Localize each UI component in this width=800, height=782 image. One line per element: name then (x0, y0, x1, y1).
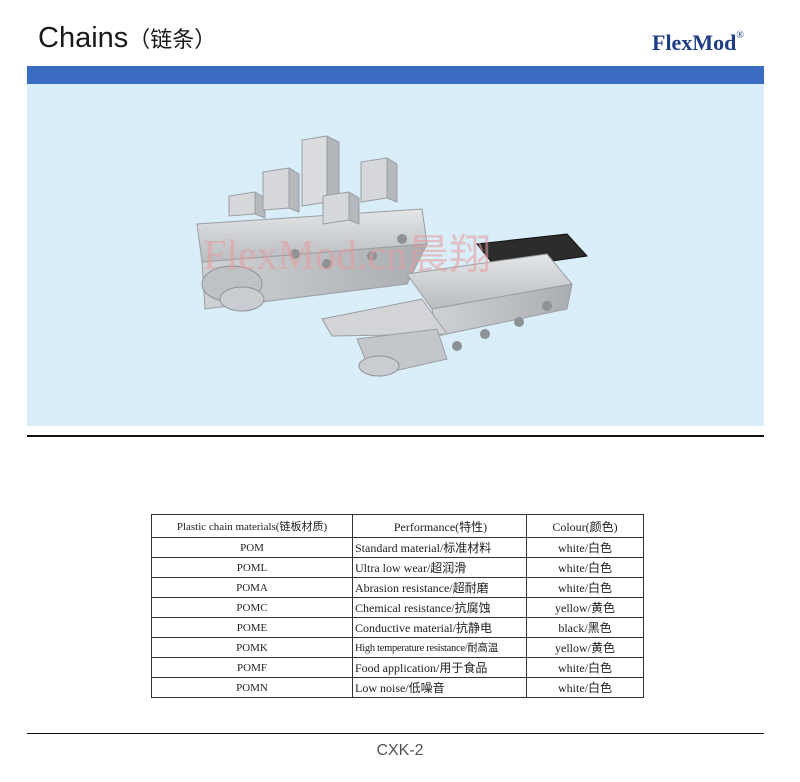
cell-material: POMK (151, 637, 353, 658)
cell-colour: yellow/黄色 (526, 597, 644, 618)
cell-colour: white/白色 (526, 677, 644, 698)
cell-performance: Standard material/标准材料 (352, 537, 527, 558)
table-row: POMC Chemical resistance/抗腐蚀 yellow/黄色 (151, 597, 644, 618)
section-divider (27, 435, 764, 437)
tabletop-chain (321, 233, 589, 377)
chain-illustration: FlexMod.cn晨翔 (196, 135, 589, 377)
registered-mark: ® (736, 29, 744, 41)
cell-performance: Food application/用于食品 (352, 657, 527, 678)
cell-material: POM (151, 537, 353, 558)
cell-colour: black/黑色 (526, 617, 644, 638)
table-row: POMA Abrasion resistance/超耐磨 white/白色 (151, 577, 644, 598)
cell-material: POMF (151, 657, 353, 678)
cell-colour: white/白色 (526, 577, 644, 598)
cell-performance: Ultra low wear/超润滑 (352, 557, 527, 578)
cell-performance: High temperature resistance/耐高温 (352, 637, 527, 658)
cell-performance: Conductive material/抗静电 (352, 617, 527, 638)
cell-material: POMN (151, 677, 353, 698)
cell-colour: white/白色 (526, 537, 644, 558)
page-number: CXK-2 (376, 742, 424, 759)
page-title: Chains（链条） (38, 22, 216, 55)
product-photo: FlexMod.cn晨翔 (27, 84, 764, 426)
cell-material: POMC (151, 597, 353, 618)
cell-material: POMA (151, 577, 353, 598)
table-row: POMF Food application/用于食品 white/白色 (151, 657, 644, 678)
table-row: POML Ultra low wear/超润滑 white/白色 (151, 557, 644, 578)
cell-material: POME (151, 617, 353, 638)
page-title-cn: （链条） (128, 28, 217, 53)
footer-divider (27, 733, 764, 734)
header-material: Plastic chain materials(链板材质) (151, 514, 353, 538)
cell-colour: white/白色 (526, 657, 644, 678)
cell-material: POML (151, 557, 353, 578)
brand-logo: FlexMod® (652, 30, 744, 56)
brand-name: FlexMod (652, 30, 737, 55)
cell-colour: white/白色 (526, 557, 644, 578)
page-title-en: Chains (38, 22, 129, 54)
table-header-row: Plastic chain materials(链板材质) Performanc… (151, 514, 644, 538)
table-row: POM Standard material/标准材料 white/白色 (151, 537, 644, 558)
materials-table: Plastic chain materials(链板材质) Performanc… (151, 514, 644, 698)
table-row: POME Conductive material/抗静电 black/黑色 (151, 617, 644, 638)
flight-chain (196, 135, 428, 312)
table-row: POMN Low noise/低噪音 white/白色 (151, 677, 644, 698)
table-row: POMK High temperature resistance/耐高温 yel… (151, 637, 644, 658)
header-performance: Performance(特性) (352, 514, 527, 538)
cell-colour: yellow/黄色 (526, 637, 644, 658)
header-colour: Colour(颜色) (526, 514, 644, 538)
cell-performance: Chemical resistance/抗腐蚀 (352, 597, 527, 618)
header-accent-bar (27, 66, 764, 84)
cell-performance: Abrasion resistance/超耐磨 (352, 577, 527, 598)
cell-performance: Low noise/低噪音 (352, 677, 527, 698)
watermark: FlexMod.cn晨翔 (203, 233, 491, 279)
